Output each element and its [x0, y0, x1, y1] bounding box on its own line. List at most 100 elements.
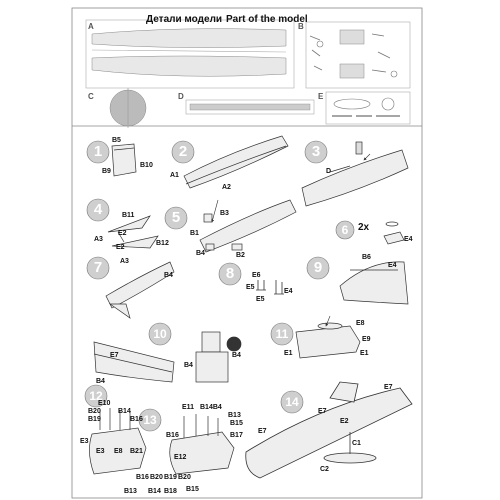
part-label: E9 — [362, 336, 371, 343]
part-label: B11 — [122, 212, 135, 219]
part-label: A3 — [94, 236, 103, 243]
part-label: B6 — [362, 254, 371, 261]
part-label: B4 — [164, 272, 173, 279]
part-label: E7 — [384, 384, 393, 391]
part-label: B20 — [88, 408, 101, 415]
part-label: B16 — [166, 432, 179, 439]
part-label: A1 — [170, 172, 179, 179]
part-label: E7 — [258, 428, 267, 435]
part-label: B13 — [124, 488, 137, 495]
step-5-drawing — [199, 199, 297, 253]
step-number: 13 — [143, 413, 157, 427]
step-13-drawing — [169, 414, 235, 475]
step-3-drawing — [301, 141, 409, 207]
part-label: E8 — [114, 448, 123, 455]
part-label: E3 — [96, 448, 105, 455]
step-7-drawing — [105, 261, 175, 319]
part-label: B2 — [236, 252, 245, 259]
step-number: 14 — [285, 395, 299, 409]
part-label: B15 — [186, 486, 199, 493]
step-number: 11 — [275, 327, 289, 341]
step-12-drawing — [89, 408, 147, 475]
part-label: B4 — [184, 362, 193, 369]
step-number: 7 — [93, 259, 103, 276]
part-label: B16 — [136, 474, 149, 481]
part-label: B4 — [232, 352, 241, 359]
step-6-drawing — [383, 221, 405, 245]
step-number: 3 — [311, 143, 321, 160]
part-label: B20 — [178, 474, 191, 481]
sprue-d — [185, 99, 315, 115]
part-label: E3 — [80, 438, 89, 445]
part-label: B20 — [150, 474, 163, 481]
page-border — [71, 7, 423, 499]
part-label: B14B4 — [200, 404, 222, 411]
step-number: 2 — [178, 143, 188, 160]
sprue-a — [85, 19, 295, 89]
title-ru: Детали модели — [146, 14, 223, 25]
part-label: B21 — [130, 448, 143, 455]
part-label: E5 — [246, 284, 255, 291]
step-number: 8 — [225, 265, 235, 282]
part-label: E11 — [182, 404, 195, 411]
part-label: B17 — [230, 432, 243, 439]
part-label: E7 — [110, 352, 119, 359]
part-label: E7 — [318, 408, 327, 415]
part-label: B5 — [112, 137, 121, 144]
part-label: E5 — [256, 296, 265, 303]
part-label: E8 — [356, 320, 365, 327]
step-number: 1 — [93, 143, 103, 160]
part-label: C1 — [352, 440, 361, 447]
step-9-drawing — [339, 261, 409, 305]
step-11-drawing — [295, 322, 361, 359]
part-label: B19 — [88, 416, 101, 423]
part-label: E4 — [388, 262, 397, 269]
part-label: A2 — [222, 184, 231, 191]
part-label: E2 — [116, 244, 125, 251]
part-label: B10 — [140, 162, 153, 169]
sprue-b — [305, 21, 411, 89]
sprue-e — [325, 91, 411, 125]
part-label: B19 — [164, 474, 177, 481]
part-label: E1 — [284, 350, 293, 357]
part-label: B4 — [96, 378, 105, 385]
part-label: E10 — [98, 400, 111, 407]
part-label: B9 — [102, 168, 111, 175]
part-label: B14 — [148, 488, 161, 495]
step-4-drawing — [107, 215, 159, 249]
part-label: B18 — [164, 488, 177, 495]
sprue-label-b: B — [298, 22, 304, 31]
part-label: B1 — [190, 230, 199, 237]
sprue-label-d: D — [178, 92, 184, 101]
part-label: E4 — [284, 288, 293, 295]
part-label: C2 — [320, 466, 329, 473]
part-label: E2 — [118, 230, 127, 237]
part-label: E12 — [174, 454, 187, 461]
step-8-drawing — [256, 280, 284, 295]
step-number: 6 — [341, 223, 349, 237]
part-label: E4 — [404, 236, 413, 243]
step-number: 9 — [313, 259, 323, 276]
step-1-drawing — [111, 143, 137, 177]
part-label: B13 — [228, 412, 241, 419]
step-circles — [84, 140, 355, 432]
assembly-arrows — [211, 153, 371, 327]
part-label: B4 — [196, 250, 205, 257]
part-label: E1 — [360, 350, 369, 357]
part-label: B12 — [156, 240, 169, 247]
step-2-drawing — [183, 135, 289, 189]
part-label: A3 — [120, 258, 129, 265]
part-label: B15 — [230, 420, 243, 427]
step-number: 12 — [89, 389, 103, 403]
step-number: 4 — [93, 201, 103, 218]
part-label: B3 — [220, 210, 229, 217]
quantity-callout: 2x — [358, 222, 370, 233]
part-label: E6 — [252, 272, 261, 279]
title-en: Part of the model — [226, 14, 308, 25]
step-14-drawing — [245, 381, 413, 479]
sprue-label-a: A — [88, 22, 94, 31]
part-label: E2 — [340, 418, 349, 425]
part-label: B14 — [118, 408, 131, 415]
sprue-label-c: C — [88, 92, 94, 101]
